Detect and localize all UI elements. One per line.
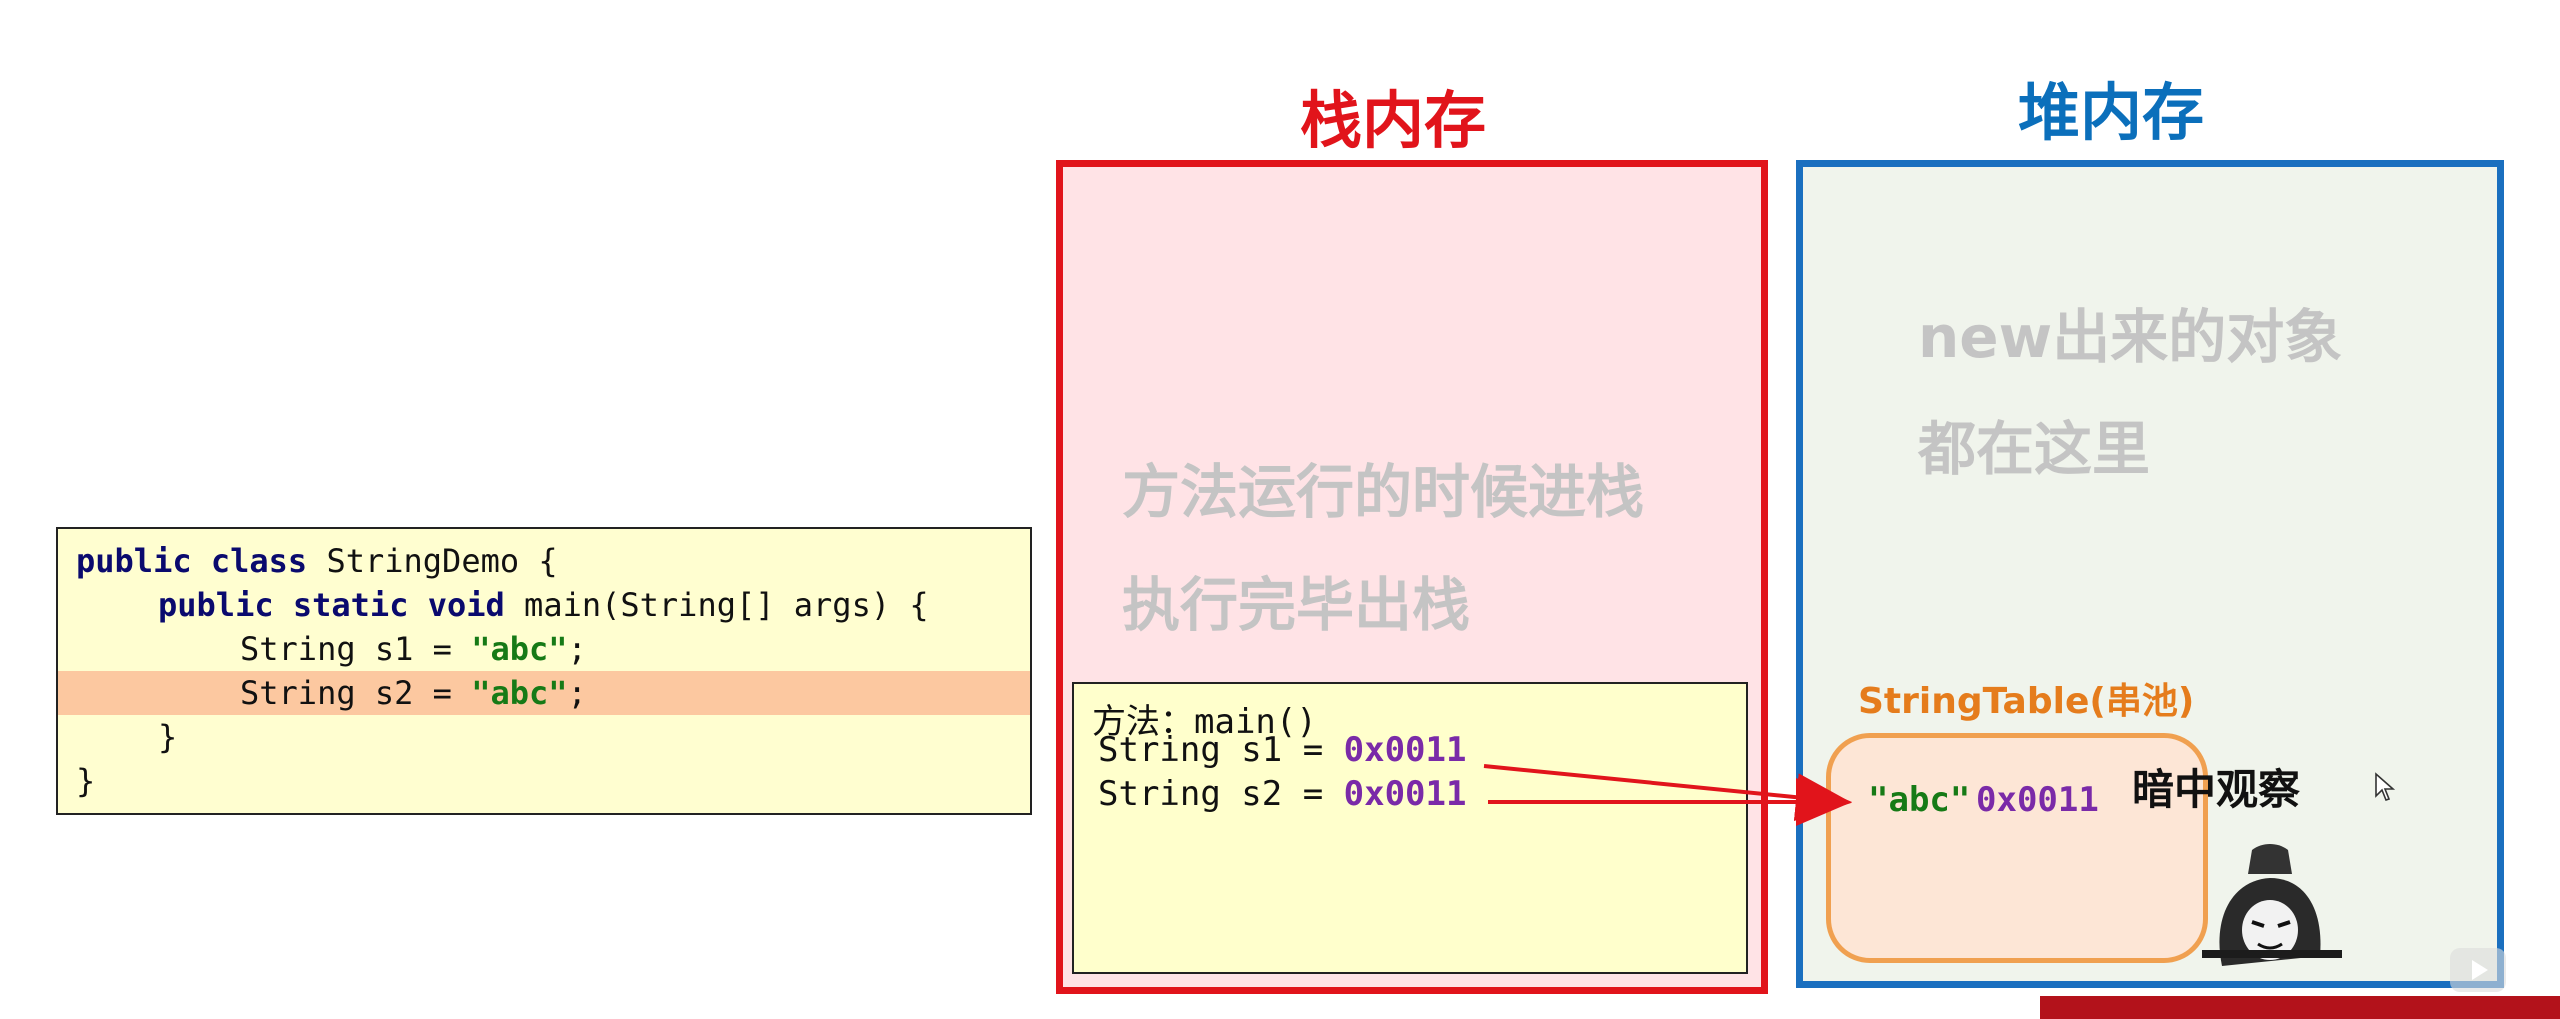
frame-var-s1: String s1 = 0x0011 bbox=[1098, 730, 1466, 770]
code-token: String s2 = bbox=[240, 674, 472, 712]
code-line: String s1 = "abc"; bbox=[58, 627, 1030, 671]
stack-note-2: 执行完毕出栈 bbox=[1122, 571, 1471, 639]
arrow-s1-to-pool bbox=[1483, 764, 1852, 822]
play-icon[interactable] bbox=[2448, 946, 2508, 994]
frame-title: 方法：main() bbox=[1092, 702, 1317, 742]
code-line: } bbox=[58, 715, 1030, 759]
code-token: } bbox=[76, 762, 96, 800]
string-table-label: StringTable(串池) bbox=[1858, 681, 2195, 722]
main-method-frame: 方法：main() String s1 = 0x0011 String s2 =… bbox=[1072, 682, 1748, 974]
frame-var-s2: String s2 = 0x0011 bbox=[1098, 774, 1466, 814]
heap-note-1: new出来的对象 bbox=[1918, 303, 2343, 371]
code-token: "abc" bbox=[471, 674, 568, 712]
pool-string-address: 0x0011 bbox=[1976, 780, 2099, 820]
pool-string-literal: "abc" bbox=[1868, 780, 1971, 820]
stack-note-1: 方法运行的时候进栈 bbox=[1122, 458, 1645, 526]
code-line: public class StringDemo { bbox=[58, 539, 1030, 583]
code-panel: public class StringDemo {public static v… bbox=[56, 527, 1032, 815]
video-watermark-strip bbox=[2040, 996, 2560, 1019]
code-token: StringDemo { bbox=[307, 542, 558, 580]
code-token: } bbox=[158, 718, 178, 756]
var-s1-label: String s1 = bbox=[1098, 730, 1344, 770]
code-line: } bbox=[58, 759, 1030, 803]
code-token: String s1 = bbox=[240, 630, 472, 668]
var-s2-label: String s2 = bbox=[1098, 774, 1344, 814]
code-token: public static void bbox=[158, 586, 505, 624]
cursor-icon bbox=[2375, 772, 2396, 801]
code-token: main(String[] args) { bbox=[504, 586, 929, 624]
heap-memory-title: 堆内存 bbox=[2018, 76, 2205, 149]
code-token: public class bbox=[76, 542, 308, 580]
var-s2-address: 0x0011 bbox=[1343, 774, 1467, 814]
var-s1-address: 0x0011 bbox=[1343, 730, 1467, 770]
code-line: String s2 = "abc"; bbox=[58, 671, 1030, 715]
code-token: ; bbox=[567, 630, 587, 668]
code-token: "abc" bbox=[471, 630, 568, 668]
code-line: public static void main(String[] args) { bbox=[58, 583, 1030, 627]
code-token: ; bbox=[567, 674, 587, 712]
observe-caption: 暗中观察 bbox=[2132, 765, 2301, 814]
stack-memory-title: 栈内存 bbox=[1300, 84, 1487, 157]
heap-note-2: 都在这里 bbox=[1918, 415, 2151, 483]
meme-sticker-icon bbox=[2202, 844, 2342, 966]
string-table-pool bbox=[1826, 733, 2208, 963]
